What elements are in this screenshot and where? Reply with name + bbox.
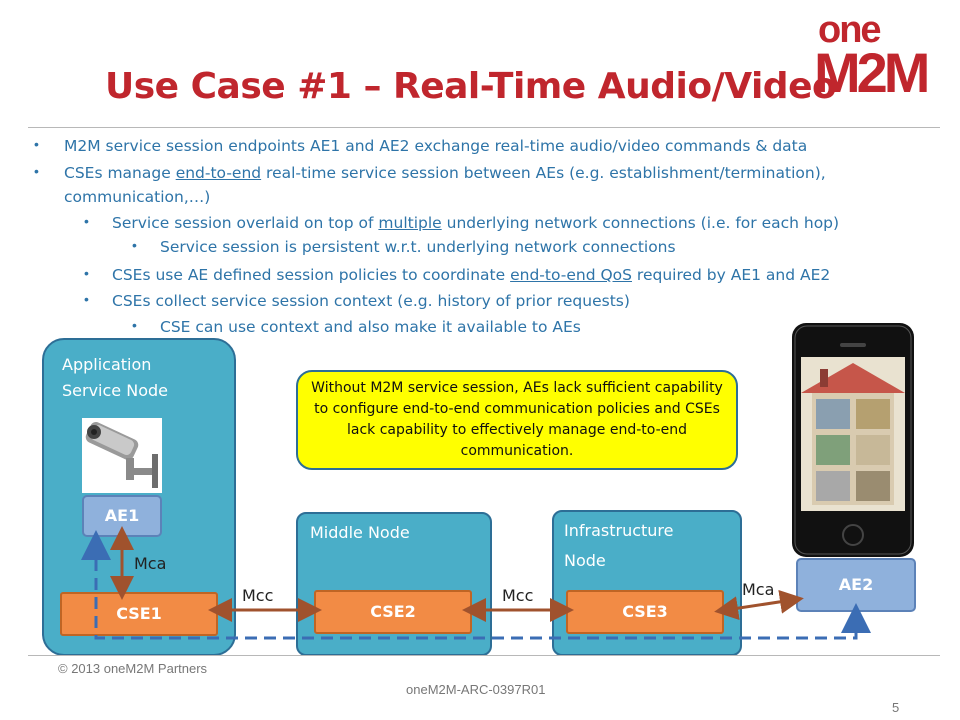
bullet-3-text-post: underlying network connections (i.e. for… — [441, 214, 840, 232]
security-camera-image — [82, 418, 162, 493]
slide-title: Use Case #1 – Real-Time Audio/Video — [105, 66, 837, 107]
bullet-dot: • — [132, 237, 137, 253]
bullet-7: CSE can use context and also make it ava… — [160, 318, 581, 336]
bullet-2-text-post: real-time service session between AEs (e… — [261, 164, 826, 182]
bullet-1: M2M service session endpoints AE1 and AE… — [64, 137, 808, 155]
cse3-box: CSE3 — [566, 590, 724, 634]
cse2-box: CSE2 — [314, 590, 472, 634]
mca-label-right: Mca — [742, 580, 775, 599]
cse1-box: CSE1 — [60, 592, 218, 636]
mcc-label-1: Mcc — [242, 586, 274, 605]
asn-label-line2: Service Node — [62, 381, 168, 400]
copyright-text: © 2013 oneM2M Partners — [58, 661, 208, 676]
bullet-3-underlined: multiple — [378, 214, 442, 232]
bullet-dot: • — [84, 291, 89, 307]
bullet-2-line2: communication,…) — [64, 188, 211, 206]
callout-note: Without M2M service session, AEs lack su… — [296, 370, 738, 470]
infrastructure-node-label-line2: Node — [564, 551, 606, 570]
bullet-dot: • — [84, 213, 89, 229]
bullet-dot: • — [132, 317, 137, 333]
bullet-5-text-post: required by AE1 and AE2 — [632, 266, 831, 284]
bullet-5-underlined: end-to-end QoS — [510, 266, 632, 284]
service-session-dashed-line — [94, 540, 871, 640]
bullet-2-underlined: end-to-end — [175, 164, 262, 182]
bullet-dot: • — [84, 265, 89, 281]
middle-node-label: Middle Node — [310, 523, 410, 542]
bullet-2: CSEs manage end-to-end real-time service… — [64, 163, 934, 183]
bullet-5: CSEs use AE defined session policies to … — [112, 265, 830, 285]
bullet-3-text: Service session overlaid on top of — [112, 214, 379, 232]
infrastructure-node-label-line1: Infrastructure — [564, 521, 674, 540]
mca-link-cse3-ae2 — [714, 589, 804, 621]
document-id: oneM2M-ARC-0397R01 — [406, 682, 546, 697]
logo-text-one: one — [818, 9, 880, 51]
bullet-5-text: CSEs use AE defined session policies to … — [112, 266, 511, 284]
onem2m-logo: one M2M — [812, 8, 946, 104]
bullet-2-text: CSEs manage — [64, 164, 176, 182]
page-number: 5 — [892, 700, 900, 715]
mca-label-left: Mca — [134, 554, 167, 573]
bullet-6: CSEs collect service session context (e.… — [112, 292, 630, 310]
bullet-dot: • — [34, 136, 39, 152]
asn-label-line1: Application — [62, 355, 152, 374]
bullet-3: Service session overlaid on top of multi… — [112, 213, 839, 233]
smartphone-image — [792, 323, 914, 557]
footer-divider — [28, 655, 940, 656]
logo-text-m2m: M2M — [814, 41, 927, 96]
bullet-4: Service session is persistent w.r.t. und… — [160, 238, 676, 256]
title-divider — [28, 127, 940, 128]
mcc-label-2: Mcc — [502, 586, 534, 605]
bullet-dot: • — [34, 163, 39, 179]
